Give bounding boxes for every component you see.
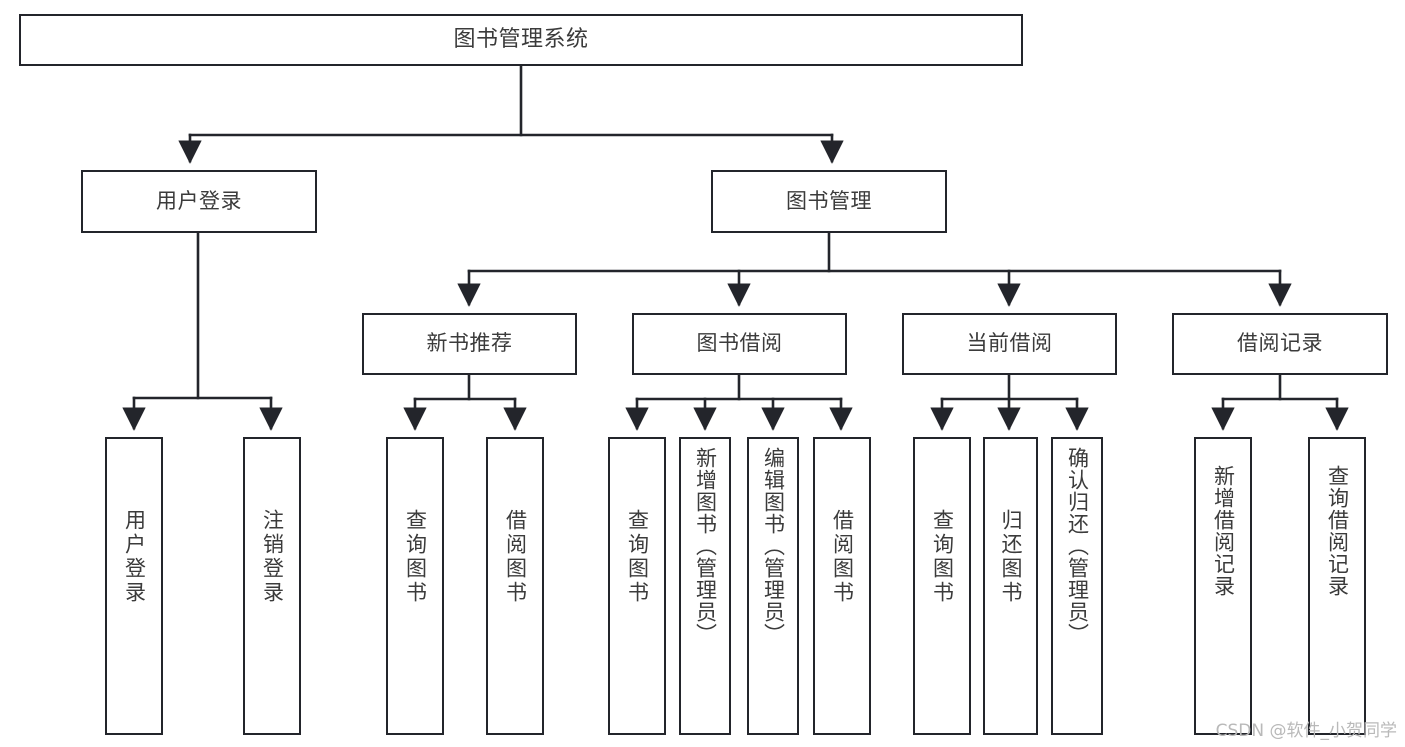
node-label: 借阅图书 xyxy=(830,509,855,605)
leaf-query-book-borrowing[interactable]: 查询图书 xyxy=(608,437,666,735)
node-label: 图书借阅 xyxy=(696,331,783,356)
node-label: 编辑图书（管理员） xyxy=(761,447,786,645)
node-label: 查询图书 xyxy=(403,509,428,605)
node-label: 查询图书 xyxy=(625,509,650,605)
csdn-watermark: CSDN @软件_小贺同学 xyxy=(1215,721,1397,741)
leaf-query-book-recommend[interactable]: 查询图书 xyxy=(386,437,444,735)
node-label: 借阅记录 xyxy=(1237,331,1323,356)
node-label: 图书管理系统 xyxy=(453,26,589,52)
node-label: 借阅图书 xyxy=(503,509,528,605)
leaf-borrow-book-borrowing[interactable]: 借阅图书 xyxy=(813,437,871,735)
leaf-confirm-return-admin[interactable]: 确认归还（管理员） xyxy=(1051,437,1103,735)
leaf-borrow-book-recommend[interactable]: 借阅图书 xyxy=(486,437,544,735)
leaf-add-book-admin[interactable]: 新增图书（管理员） xyxy=(679,437,731,735)
node-label: 注销登录 xyxy=(260,509,285,605)
leaf-add-borrow-record[interactable]: 新增借阅记录 xyxy=(1194,437,1252,735)
leaf-query-borrow-record[interactable]: 查询借阅记录 xyxy=(1308,437,1366,735)
node-label: 确认归还（管理员） xyxy=(1065,447,1090,645)
leaf-logout-login[interactable]: 注销登录 xyxy=(243,437,301,735)
leaf-user-login[interactable]: 用户登录 xyxy=(105,437,163,735)
node-label: 图书管理 xyxy=(786,188,872,213)
node-label: 新书推荐 xyxy=(426,331,513,356)
node-label: 用户登录 xyxy=(122,509,147,605)
leaf-return-book[interactable]: 归还图书 xyxy=(983,437,1038,735)
node-new-book-recommendation[interactable]: 新书推荐 xyxy=(362,313,577,375)
node-borrowing-record[interactable]: 借阅记录 xyxy=(1172,313,1388,375)
node-label: 归还图书 xyxy=(999,509,1023,605)
leaf-query-book-current[interactable]: 查询图书 xyxy=(913,437,971,735)
node-user-login[interactable]: 用户登录 xyxy=(81,170,317,233)
node-root-book-management-system[interactable]: 图书管理系统 xyxy=(19,14,1023,66)
node-label: 查询图书 xyxy=(930,509,955,605)
node-label: 当前借阅 xyxy=(966,331,1053,356)
node-label: 用户登录 xyxy=(156,188,242,213)
leaf-edit-book-admin[interactable]: 编辑图书（管理员） xyxy=(747,437,799,735)
node-label: 新增图书（管理员） xyxy=(693,447,718,645)
node-book-borrowing[interactable]: 图书借阅 xyxy=(632,313,847,375)
node-book-management[interactable]: 图书管理 xyxy=(711,170,947,233)
node-current-borrowing[interactable]: 当前借阅 xyxy=(902,313,1117,375)
node-label: 查询借阅记录 xyxy=(1325,465,1350,597)
node-label: 新增借阅记录 xyxy=(1211,465,1236,597)
